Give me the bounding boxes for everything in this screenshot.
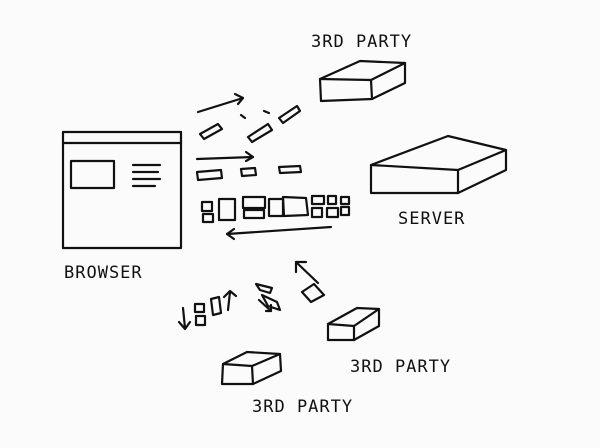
browser-window: [61, 130, 183, 250]
packets-response: [200, 194, 351, 224]
label-third-party-top: 3RD PARTY: [311, 32, 412, 52]
label-third-party-right: 3RD PARTY: [350, 357, 451, 377]
third-party-top-box: [318, 59, 407, 103]
packets-request: [195, 164, 303, 182]
label-third-party-bottom: 3RD PARTY: [252, 397, 353, 417]
arrow-to-third-party-top: [196, 92, 245, 114]
browser-content-image: [69, 159, 116, 190]
label-server: SERVER: [398, 209, 465, 229]
packets-third-party-bottom: [177, 282, 282, 331]
arrow-response-to-browser: [225, 225, 333, 241]
packets-third-party-top: [198, 104, 302, 144]
arrow-request-to-server: [195, 150, 255, 163]
third-party-right-box: [326, 306, 381, 342]
third-party-bottom-box: [220, 350, 283, 386]
server-box: [369, 134, 508, 195]
label-browser: BROWSER: [64, 263, 143, 283]
arrow-to-third-party-right: [294, 260, 326, 304]
